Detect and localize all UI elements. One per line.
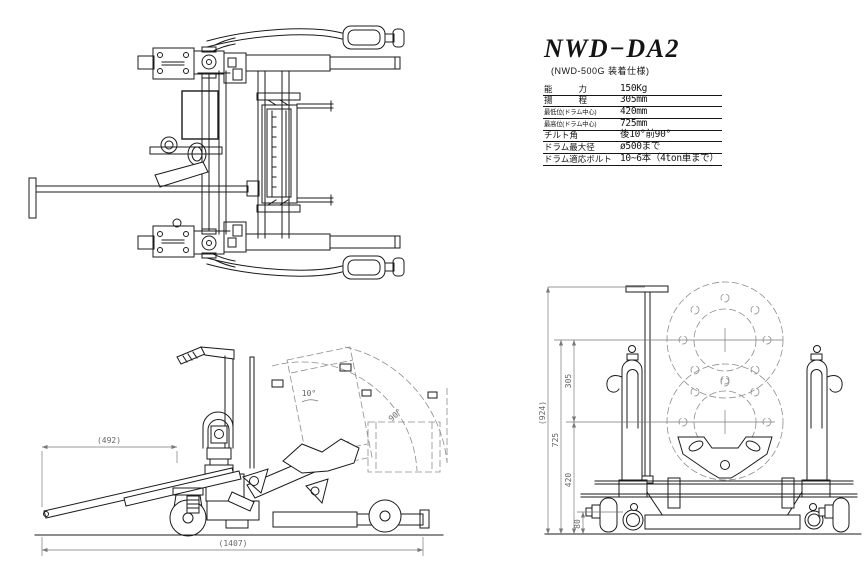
dim-label-305: 305 <box>564 374 573 389</box>
side-dimensions: (492) (1407) <box>41 436 424 556</box>
plan-roller-frame <box>256 70 334 239</box>
front-base-frame <box>544 480 862 535</box>
spec-value: 420mm <box>620 106 648 118</box>
plan-lower-arm-assembly <box>137 221 405 280</box>
spec-row-highest-position: 最高位(ドラム中心) 725mm <box>543 117 722 131</box>
dim-label-420: 420 <box>564 473 573 488</box>
dim-label-80: 80 <box>573 519 582 529</box>
spec-label: 最高位(ドラム中心) <box>544 120 597 128</box>
dim-label-1407: (1407) <box>219 539 248 548</box>
spec-value: 150Kg <box>620 82 648 94</box>
plan-mast-and-gearbox <box>149 70 231 235</box>
spec-label: チルト角 <box>544 130 579 141</box>
spec-label: 最低位(ドラム中心) <box>544 109 597 117</box>
spec-row-lift-stroke: 揚 程 305mm <box>543 94 722 108</box>
plan-view-drawing <box>28 25 405 280</box>
spec-value: 305mm <box>620 94 648 106</box>
spec-label: 揚 程 <box>544 95 587 106</box>
spec-row-drum-bolts: ドラム適応ボルト 10~6本（4ton車まで） <box>543 152 722 166</box>
spec-row-capacity: 能 力 150Kg <box>543 82 722 96</box>
spec-row-lowest-position: 最低位(ドラム中心) 420mm <box>543 106 722 120</box>
spec-row-tilt-angle: チルト角 後10°前90° <box>543 129 722 143</box>
spec-value: 後10°前90° <box>620 129 671 141</box>
angle-label-back-tilt: 10° <box>302 389 316 398</box>
plan-tow-handle <box>28 177 260 219</box>
side-mast-assembly <box>176 346 255 475</box>
side-pull-handle <box>43 467 242 519</box>
dim-label-924: (924) <box>538 401 547 425</box>
spec-label: ドラム適応ボルト <box>544 153 612 164</box>
front-view-drawing: (924) 725 305 420 80 <box>538 281 862 535</box>
angle-label-forward-tilt: 90° <box>387 407 404 423</box>
spec-value: 725mm <box>620 117 648 129</box>
side-view-drawing: 10° 90° <box>34 346 448 556</box>
spec-value: ø500まで <box>620 141 661 153</box>
side-tilt-linkage <box>205 438 360 529</box>
front-dimensions: (924) 725 305 420 80 <box>538 286 783 534</box>
side-wheels-and-base <box>34 487 444 537</box>
dim-label-492: (492) <box>97 436 121 445</box>
spec-label: 能 力 <box>544 83 587 94</box>
plan-upper-arm-assembly <box>137 25 405 84</box>
dim-label-725: 725 <box>551 433 560 448</box>
spec-row-max-drum-diameter: ドラム最大径 ø500まで <box>543 141 722 155</box>
spec-label: ドラム最大径 <box>544 142 595 153</box>
spec-value: 10~6本（4ton車まで） <box>620 152 719 164</box>
front-left-arm <box>606 345 666 520</box>
spec-table: 能 力 150Kg 揚 程 305mm 最低位(ドラム中心) 420mm 最高位… <box>543 82 722 166</box>
model-subtitle: (NWD-500G 装着仕様) <box>551 66 650 76</box>
model-title: NWD−DA2 <box>544 34 681 63</box>
front-drum-cradle <box>667 436 795 509</box>
side-phantom-drum-positions: 10° 90° <box>271 346 448 473</box>
